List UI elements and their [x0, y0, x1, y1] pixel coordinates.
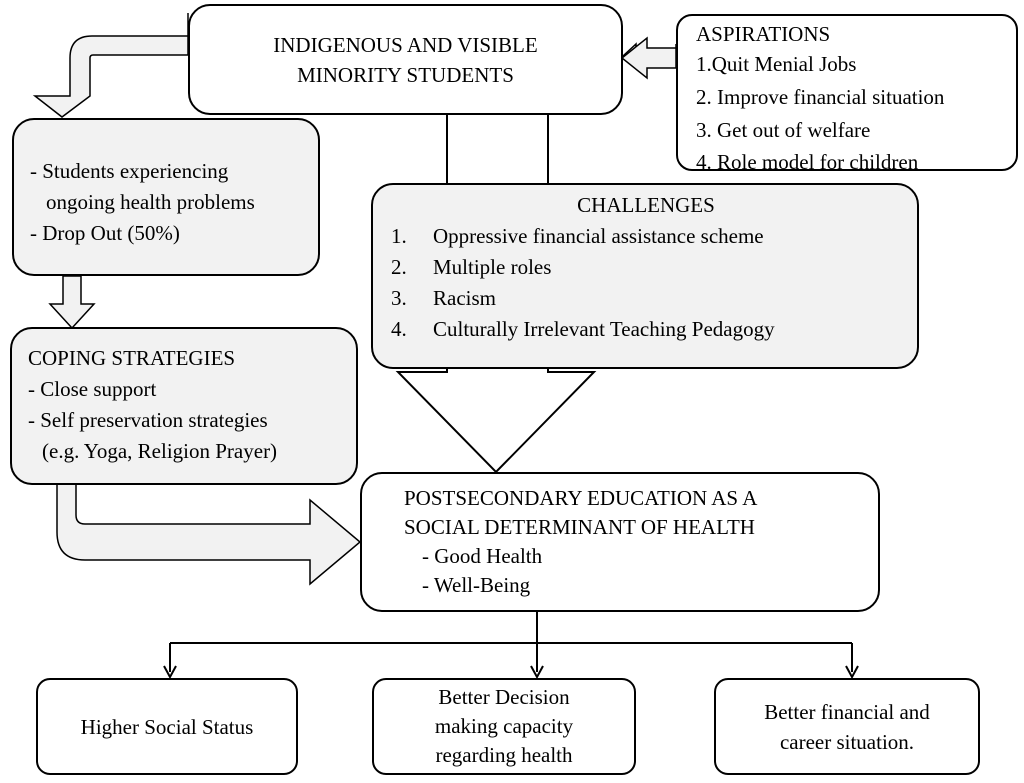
challenge-item-1: 1. Oppressive financial assistance schem… — [391, 221, 917, 252]
outcome-decision-line1: Better Decision — [438, 685, 570, 709]
arrowhead-decision — [530, 665, 544, 680]
postsecondary-line1: POSTSECONDARY EDUCATION AS A — [404, 486, 758, 510]
health-item-2: ongoing health problems — [46, 190, 255, 214]
coping-item-3: (e.g. Yoga, Religion Prayer) — [42, 439, 278, 463]
students-line1: INDIGENOUS AND VISIBLE — [273, 32, 538, 57]
arrow-aspirations-to-students-body — [620, 36, 677, 80]
aspirations-box: ASPIRATIONS 1.Quit Menial Jobs 2. Improv… — [676, 14, 1018, 174]
arrowhead-financial — [845, 665, 859, 680]
postsecondary-line2: SOCIAL DETERMINANT OF HEALTH — [404, 515, 755, 539]
outcome-financial-box: Better financial and career situation. — [714, 678, 980, 775]
outcome-decision-box: Better Decision making capacity regardin… — [372, 678, 636, 775]
arrow-challenges-to-postsecondary — [395, 368, 597, 474]
challenge-item-2-num: 2. — [391, 255, 407, 279]
outcome-social-status-text: Higher Social Status — [80, 714, 254, 739]
challenges-box: CHALLENGES 1. Oppressive financial assis… — [371, 183, 919, 369]
aspirations-title: ASPIRATIONS — [696, 22, 831, 46]
health-item-3: - Drop Out (50%) — [30, 221, 180, 245]
outcome-financial-line2: career situation. — [779, 729, 915, 754]
aspirations-item-1: 1.Quit Menial Jobs — [696, 52, 857, 76]
health-problems-box: - Students experiencing ongoing health p… — [12, 118, 320, 276]
challenge-item-2-text: Multiple roles — [433, 255, 552, 279]
aspirations-item-3: 3. Get out of welfare — [696, 118, 871, 142]
postsecondary-item-1: - Good Health — [422, 544, 543, 568]
outcome-decision-line3: regarding health — [435, 743, 573, 767]
postsecondary-box: POSTSECONDARY EDUCATION AS A SOCIAL DETE… — [360, 472, 880, 612]
arrow-coping-to-postsecondary — [56, 483, 362, 586]
postsecondary-item-2: - Well-Being — [422, 573, 531, 597]
challenge-item-4: 4. Culturally Irrelevant Teaching Pedago… — [391, 314, 917, 345]
aspirations-item-2: 2. Improve financial situation — [696, 85, 945, 109]
arrowhead-status — [163, 665, 177, 680]
students-line2: MINORITY STUDENTS — [297, 62, 514, 87]
challenge-item-3-num: 3. — [391, 286, 407, 310]
aspirations-item-4: 4. Role model for children — [696, 150, 919, 174]
challenge-item-4-text: Culturally Irrelevant Teaching Pedagogy — [433, 317, 775, 341]
arrow-health-to-coping — [48, 275, 96, 330]
coping-item-2: - Self preservation strategies — [28, 408, 268, 432]
challenge-item-3-text: Racism — [433, 286, 496, 310]
coping-strategies-box: COPING STRATEGIES - Close support - Self… — [10, 327, 358, 485]
challenge-item-3: 3. Racism — [391, 283, 917, 314]
challenge-item-1-text: Oppressive financial assistance scheme — [433, 224, 764, 248]
health-item-1: - Students experiencing — [30, 159, 229, 183]
challenge-item-4-num: 4. — [391, 317, 407, 341]
arrow-students-to-health — [32, 13, 189, 118]
coping-title: COPING STRATEGIES — [28, 346, 236, 370]
outcome-social-status-box: Higher Social Status — [36, 678, 298, 775]
challenge-item-1-num: 1. — [391, 224, 407, 248]
students-box: INDIGENOUS AND VISIBLE MINORITY STUDENTS — [188, 4, 623, 115]
challenges-title: CHALLENGES — [577, 193, 715, 217]
coping-item-1: - Close support — [28, 377, 157, 401]
outcome-decision-line2: making capacity — [434, 714, 574, 738]
outcome-financial-line1: Better financial and — [764, 699, 930, 724]
challenge-item-2: 2. Multiple roles — [391, 252, 917, 283]
